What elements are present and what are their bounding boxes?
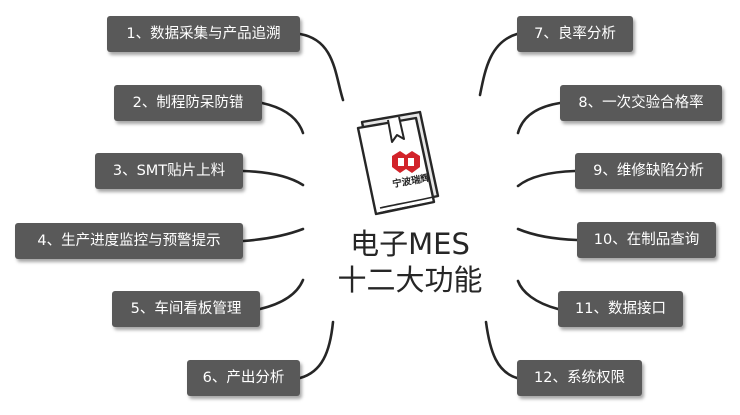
logo-mark-icon: [392, 151, 420, 173]
connector-3: [241, 169, 305, 187]
center-title-line1: 电子MES: [350, 227, 470, 261]
function-node-4[interactable]: 4、生产进度监控与预警提示: [15, 223, 243, 259]
connector-8: [516, 101, 562, 135]
function-node-8[interactable]: 8、一次交验合格率: [560, 85, 722, 121]
function-node-10[interactable]: 10、在制品查询: [577, 222, 716, 258]
connector-10: [516, 227, 579, 242]
connector-11: [516, 279, 560, 311]
center-title-line2: 十二大功能: [337, 263, 483, 297]
function-node-7[interactable]: 7、良率分析: [517, 16, 633, 52]
connector-4: [241, 227, 305, 243]
connector-5: [258, 278, 305, 311]
function-node-6[interactable]: 6、产出分析: [187, 360, 300, 396]
connector-9: [516, 169, 577, 188]
connector-2: [260, 101, 305, 135]
function-node-11[interactable]: 11、数据接口: [558, 291, 683, 327]
connector-12: [484, 320, 519, 380]
function-node-2[interactable]: 2、制程防呆防错: [114, 85, 262, 121]
function-node-12[interactable]: 12、系统权限: [517, 360, 642, 396]
function-node-3[interactable]: 3、SMT贴片上料: [95, 153, 243, 189]
function-node-5[interactable]: 5、车间看板管理: [112, 291, 260, 327]
function-node-1[interactable]: 1、数据采集与产品追溯: [107, 16, 300, 52]
connector-6: [298, 320, 335, 380]
connector-1: [298, 32, 345, 102]
connector-7: [478, 32, 519, 97]
function-node-9[interactable]: 9、维修缺陷分析: [575, 153, 722, 189]
